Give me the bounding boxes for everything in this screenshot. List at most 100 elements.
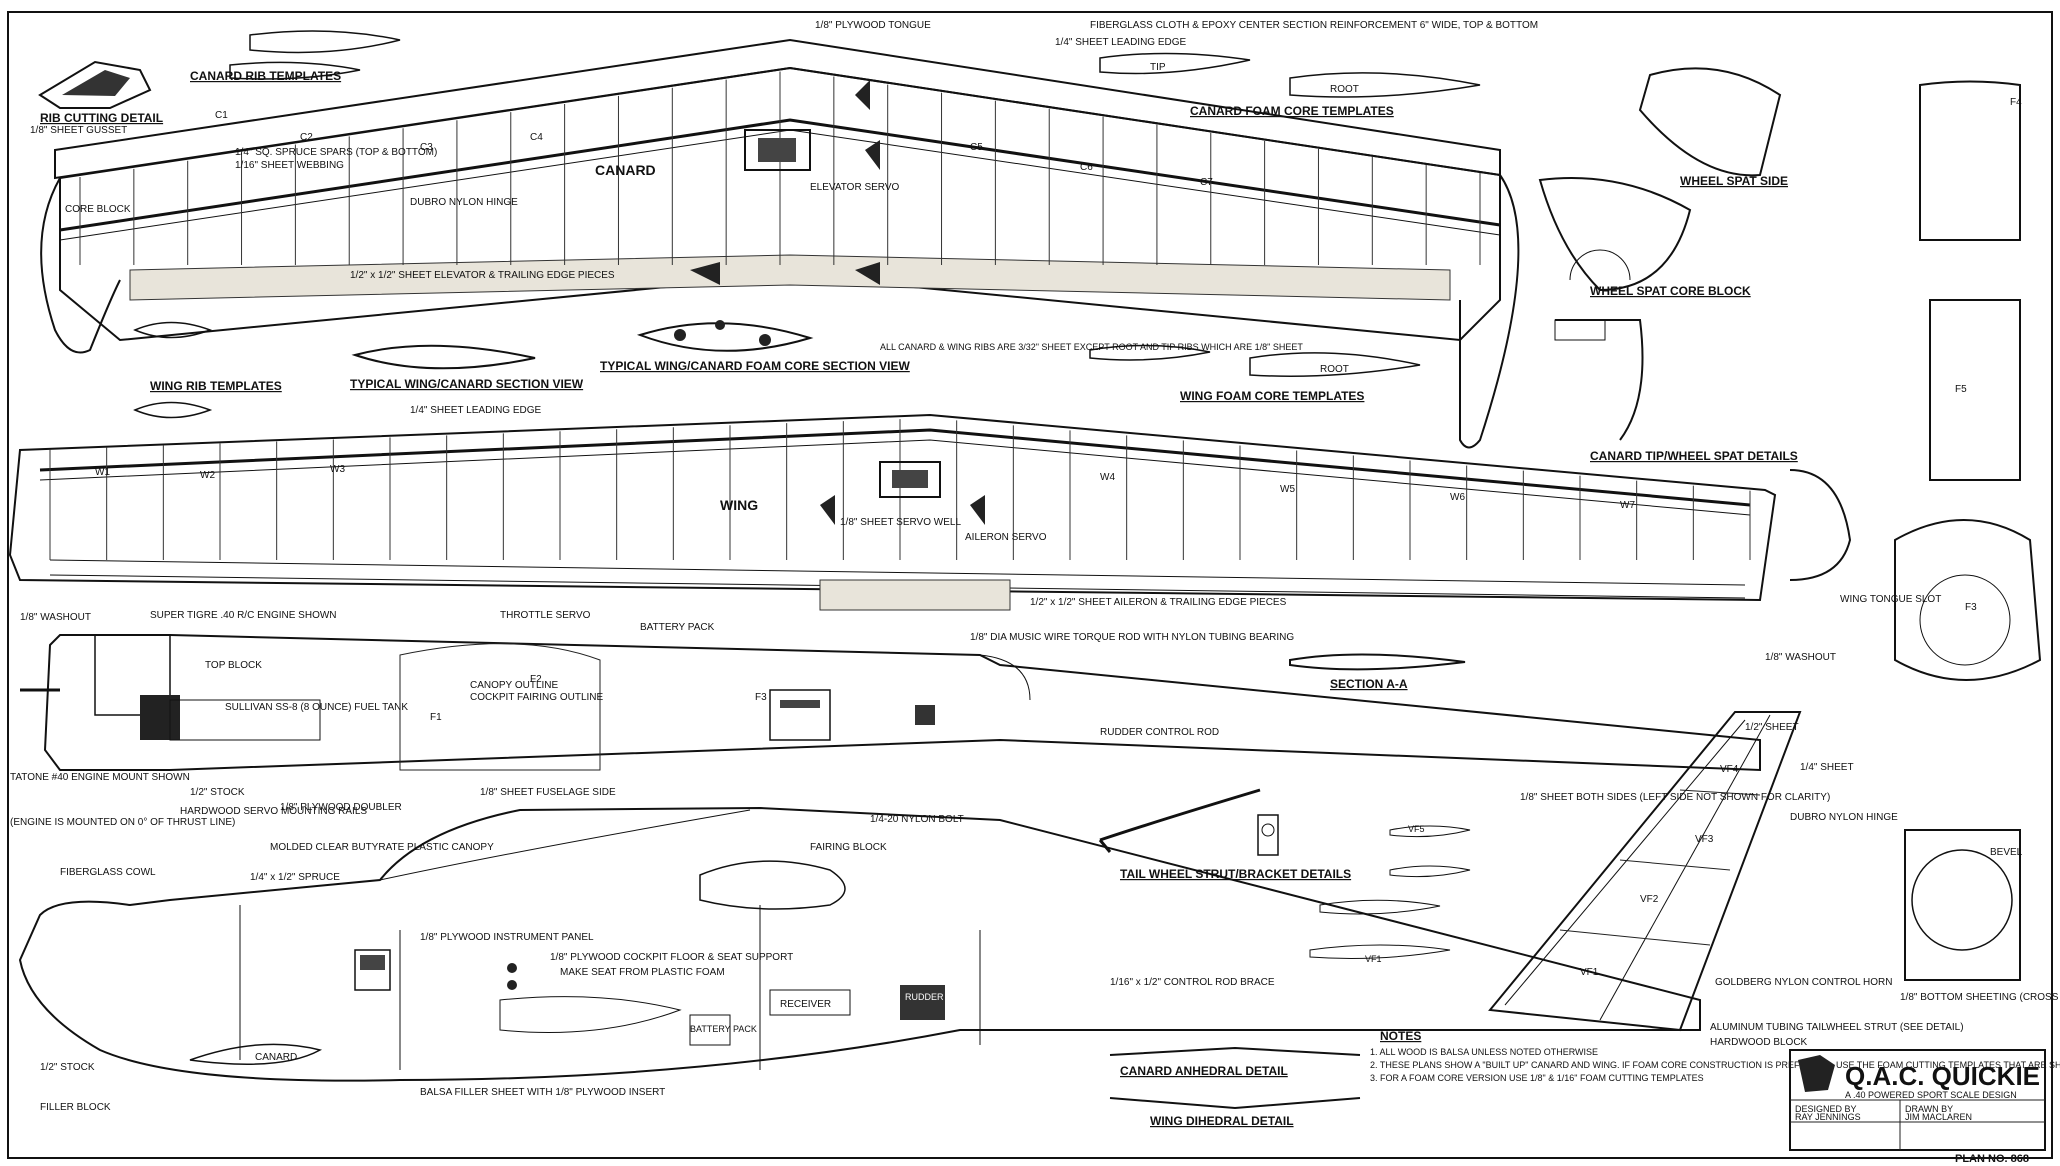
drawn-by-label: DRAWN BY	[1905, 1104, 1953, 1114]
canard-anhedral-title: CANARD ANHEDRAL DETAIL	[1120, 1064, 1288, 1078]
note-1: 1. ALL WOOD IS BALSA UNLESS NOTED OTHERW…	[1370, 1047, 1598, 1057]
wing-torque-rod-label: 1/8" DIA MUSIC WIRE TORQUE ROD WITH NYLO…	[970, 632, 1294, 643]
tag-f2: F2	[530, 674, 542, 685]
wing-tongue-slot-label: WING TONGUE SLOT	[1840, 594, 1941, 605]
bevel-label: BEVEL	[1990, 847, 2023, 858]
tag-f1: F1	[430, 712, 442, 723]
rudder-control-rod-label: RUDDER CONTROL ROD	[1100, 727, 1219, 738]
tail-sheet-label: 1/2" SHEET	[1745, 722, 1799, 733]
canard-core-block-label: CORE BLOCK	[65, 204, 131, 215]
tag-w6: W6	[1450, 492, 1465, 503]
both-sides-label: 1/8" SHEET BOTH SIDES (LEFT SIDE NOT SHO…	[1520, 792, 1830, 803]
wing-washout-right-label: 1/8" WASHOUT	[1765, 652, 1836, 663]
battery-pack-label: BATTERY PACK	[690, 1024, 757, 1034]
spruce-label: 1/4" x 1/2" SPRUCE	[250, 872, 340, 883]
all-ribs-note: ALL CANARD & WING RIBS ARE 3/32" SHEET E…	[880, 342, 1303, 352]
plywood-doubler-label: 1/8" PLYWOOD DOUBLER	[280, 802, 402, 813]
title-block: Q.A.C. QUICKIE A .40 POWERED SPORT SCALE…	[1789, 1049, 2046, 1165]
receiver-label: RECEIVER	[780, 999, 831, 1010]
fairing-block-label: FAIRING BLOCK	[810, 842, 887, 853]
canard-side-label: CANARD	[255, 1052, 297, 1063]
typical-section-title: TYPICAL WING/CANARD SECTION VIEW	[350, 377, 584, 391]
hardwood-block-label: HARDWOOD BLOCK	[1710, 1037, 1808, 1048]
vertical-tail: 1/2" SHEET 1/4" SHEET DUBRO NYLON HINGE …	[1488, 711, 1898, 1032]
seat-label: MAKE SEAT FROM PLASTIC FOAM	[560, 967, 725, 978]
foam-section-title: TYPICAL WING/CANARD FOAM CORE SECTION VI…	[600, 359, 910, 373]
wing-aileron-servo-label: AILERON SERVO	[965, 532, 1047, 543]
tail-wheel-detail: TAIL WHEEL STRUT/BRACKET DETAILS	[1098, 788, 1351, 881]
tag-vf4: VF4	[1720, 764, 1739, 775]
canard-elevator-label: 1/2" x 1/2" SHEET ELEVATOR & TRAILING ED…	[350, 270, 615, 281]
nylon-bolt-label: 1/4-20 NYLON BOLT	[870, 814, 964, 825]
wheel-spat-side-title: WHEEL SPAT SIDE	[1680, 174, 1788, 188]
dihedral-details: CANARD ANHEDRAL DETAIL WING DIHEDRAL DET…	[1109, 1046, 1361, 1128]
stock-label: 1/2" STOCK	[190, 787, 245, 798]
canard-fiberglass-label: FIBERGLASS CLOTH & EPOXY CENTER SECTION …	[1090, 20, 1538, 31]
designed-by-label: DESIGNED BY	[1795, 1104, 1857, 1114]
canard-tongue-label: 1/8" PLYWOOD TONGUE	[815, 20, 931, 31]
balsa-filler-label: BALSA FILLER SHEET WITH 1/8" PLYWOOD INS…	[420, 1087, 665, 1098]
tailwheel-strut-label: ALUMINUM TUBING TAILWHEEL STRUT (SEE DET…	[1710, 1022, 1964, 1033]
canard-plan-view: CANARD 1/4" SQ. SPRUCE SPARS (TOP & BOTT…	[30, 20, 1538, 449]
wing-leading-edge-label: 1/4" SHEET LEADING EDGE	[410, 405, 542, 416]
tag-vf1: VF1	[1580, 967, 1599, 978]
cockpit-floor-label: 1/8" PLYWOOD COCKPIT FLOOR & SEAT SUPPOR…	[550, 952, 793, 963]
canard-tip-label: TIP	[1150, 62, 1166, 73]
wing-dihedral-title: WING DIHEDRAL DETAIL	[1150, 1114, 1294, 1128]
throttle-servo-label: THROTTLE SERVO	[500, 610, 591, 621]
instrument-panel-label: 1/8" PLYWOOD INSTRUMENT PANEL	[420, 932, 594, 943]
fuel-tank-label: SULLIVAN SS-8 (8 OUNCE) FUEL TANK	[225, 702, 408, 713]
tag-c1: C1	[215, 110, 228, 121]
drafter-name: JIM MACLAREN	[1905, 1112, 1972, 1122]
filler-block-label: FILLER BLOCK	[40, 1102, 111, 1113]
canard-foam-templates-title: CANARD FOAM CORE TEMPLATES	[1190, 104, 1394, 118]
control-rod-label: 1/16" x 1/2" CONTROL ROD BRACE	[1110, 977, 1275, 988]
canopy-outline-label: CANOPY OUTLINE	[470, 680, 558, 691]
canard-spars-label: 1/4" SQ. SPRUCE SPARS (TOP & BOTTOM)	[235, 147, 437, 158]
rudder-servo-label: RUDDER SERVO	[905, 992, 977, 1002]
tag-f4: F4	[2010, 97, 2022, 108]
canopy-molded-label: MOLDED CLEAR BUTYRATE PLASTIC CANOPY	[270, 842, 494, 853]
canard-tip-spat-title: CANARD TIP/WHEEL SPAT DETAILS	[1590, 449, 1798, 463]
engine-label: SUPER TIGRE .40 R/C ENGINE SHOWN	[150, 610, 337, 621]
tag-vf2: VF2	[1640, 894, 1659, 905]
tag-c6: C6	[1080, 162, 1093, 173]
designer-name: RAY JENNINGS	[1795, 1112, 1861, 1122]
wing-root-label: ROOT	[1320, 364, 1349, 375]
tag-vf5: VF5	[1408, 824, 1425, 834]
vf-templates: VF5 VF1	[1309, 824, 1471, 964]
plan-subtitle: A .40 POWERED SPORT SCALE DESIGN	[1845, 1090, 2017, 1100]
stock-bottom-label: 1/2" STOCK	[40, 1062, 95, 1073]
tag-c2: C2	[300, 132, 313, 143]
fuselage-top-view: TOP BLOCK SULLIVAN SS-8 (8 OUNCE) FUEL T…	[10, 610, 1761, 828]
notes-title: NOTES	[1380, 1029, 1421, 1043]
fiberglass-cowl-label: FIBERGLASS COWL	[60, 867, 156, 878]
rib-cutting-title: RIB CUTTING DETAIL	[40, 111, 163, 125]
note-2: 2. THESE PLANS SHOW A "BUILT UP" CANARD …	[1370, 1060, 2060, 1070]
wheel-spat-side: WHEEL SPAT SIDE	[1638, 67, 1788, 188]
tag-f3: F3	[755, 692, 767, 703]
right-fuselage-formers: F4 F5 F3 BEVEL	[1789, 80, 2042, 981]
cockpit-outline-label: COCKPIT FAIRING OUTLINE	[470, 692, 603, 703]
wheel-spat-core: WHEEL SPAT CORE BLOCK	[1538, 177, 1751, 298]
canard-leading-edge-label: 1/4" SHEET LEADING EDGE	[1055, 37, 1187, 48]
wheel-spat-core-title: WHEEL SPAT CORE BLOCK	[1590, 284, 1751, 298]
tag-vf3: VF3	[1695, 834, 1714, 845]
plan-title: Q.A.C. QUICKIE	[1845, 1061, 2040, 1091]
mounting-rails-label: HARDWOOD SERVO MOUNTING RAILS	[180, 806, 367, 817]
tag-c5: C5	[970, 142, 983, 153]
canard-gusset-label: 1/8" SHEET GUSSET	[30, 125, 127, 136]
engine-mount-label: TATONE #40 ENGINE MOUNT SHOWN	[10, 772, 190, 783]
canard-rib-templates-title: CANARD RIB TEMPLATES	[190, 69, 341, 83]
tag-w3: W3	[330, 464, 345, 475]
canard-webbing-label: 1/16" SHEET WEBBING	[235, 160, 344, 171]
top-block-label: TOP BLOCK	[205, 660, 262, 671]
wing-name: WING	[720, 497, 758, 513]
tag-c3: C3	[420, 142, 433, 153]
tag-c4: C4	[530, 132, 543, 143]
battery-top-label: BATTERY PACK	[640, 622, 715, 633]
tag-w4: W4	[1100, 472, 1115, 483]
publisher-emblem-icon	[1798, 1055, 1835, 1092]
note-3: 3. FOR A FOAM CORE VERSION USE 1/8" & 1/…	[1370, 1073, 1704, 1083]
